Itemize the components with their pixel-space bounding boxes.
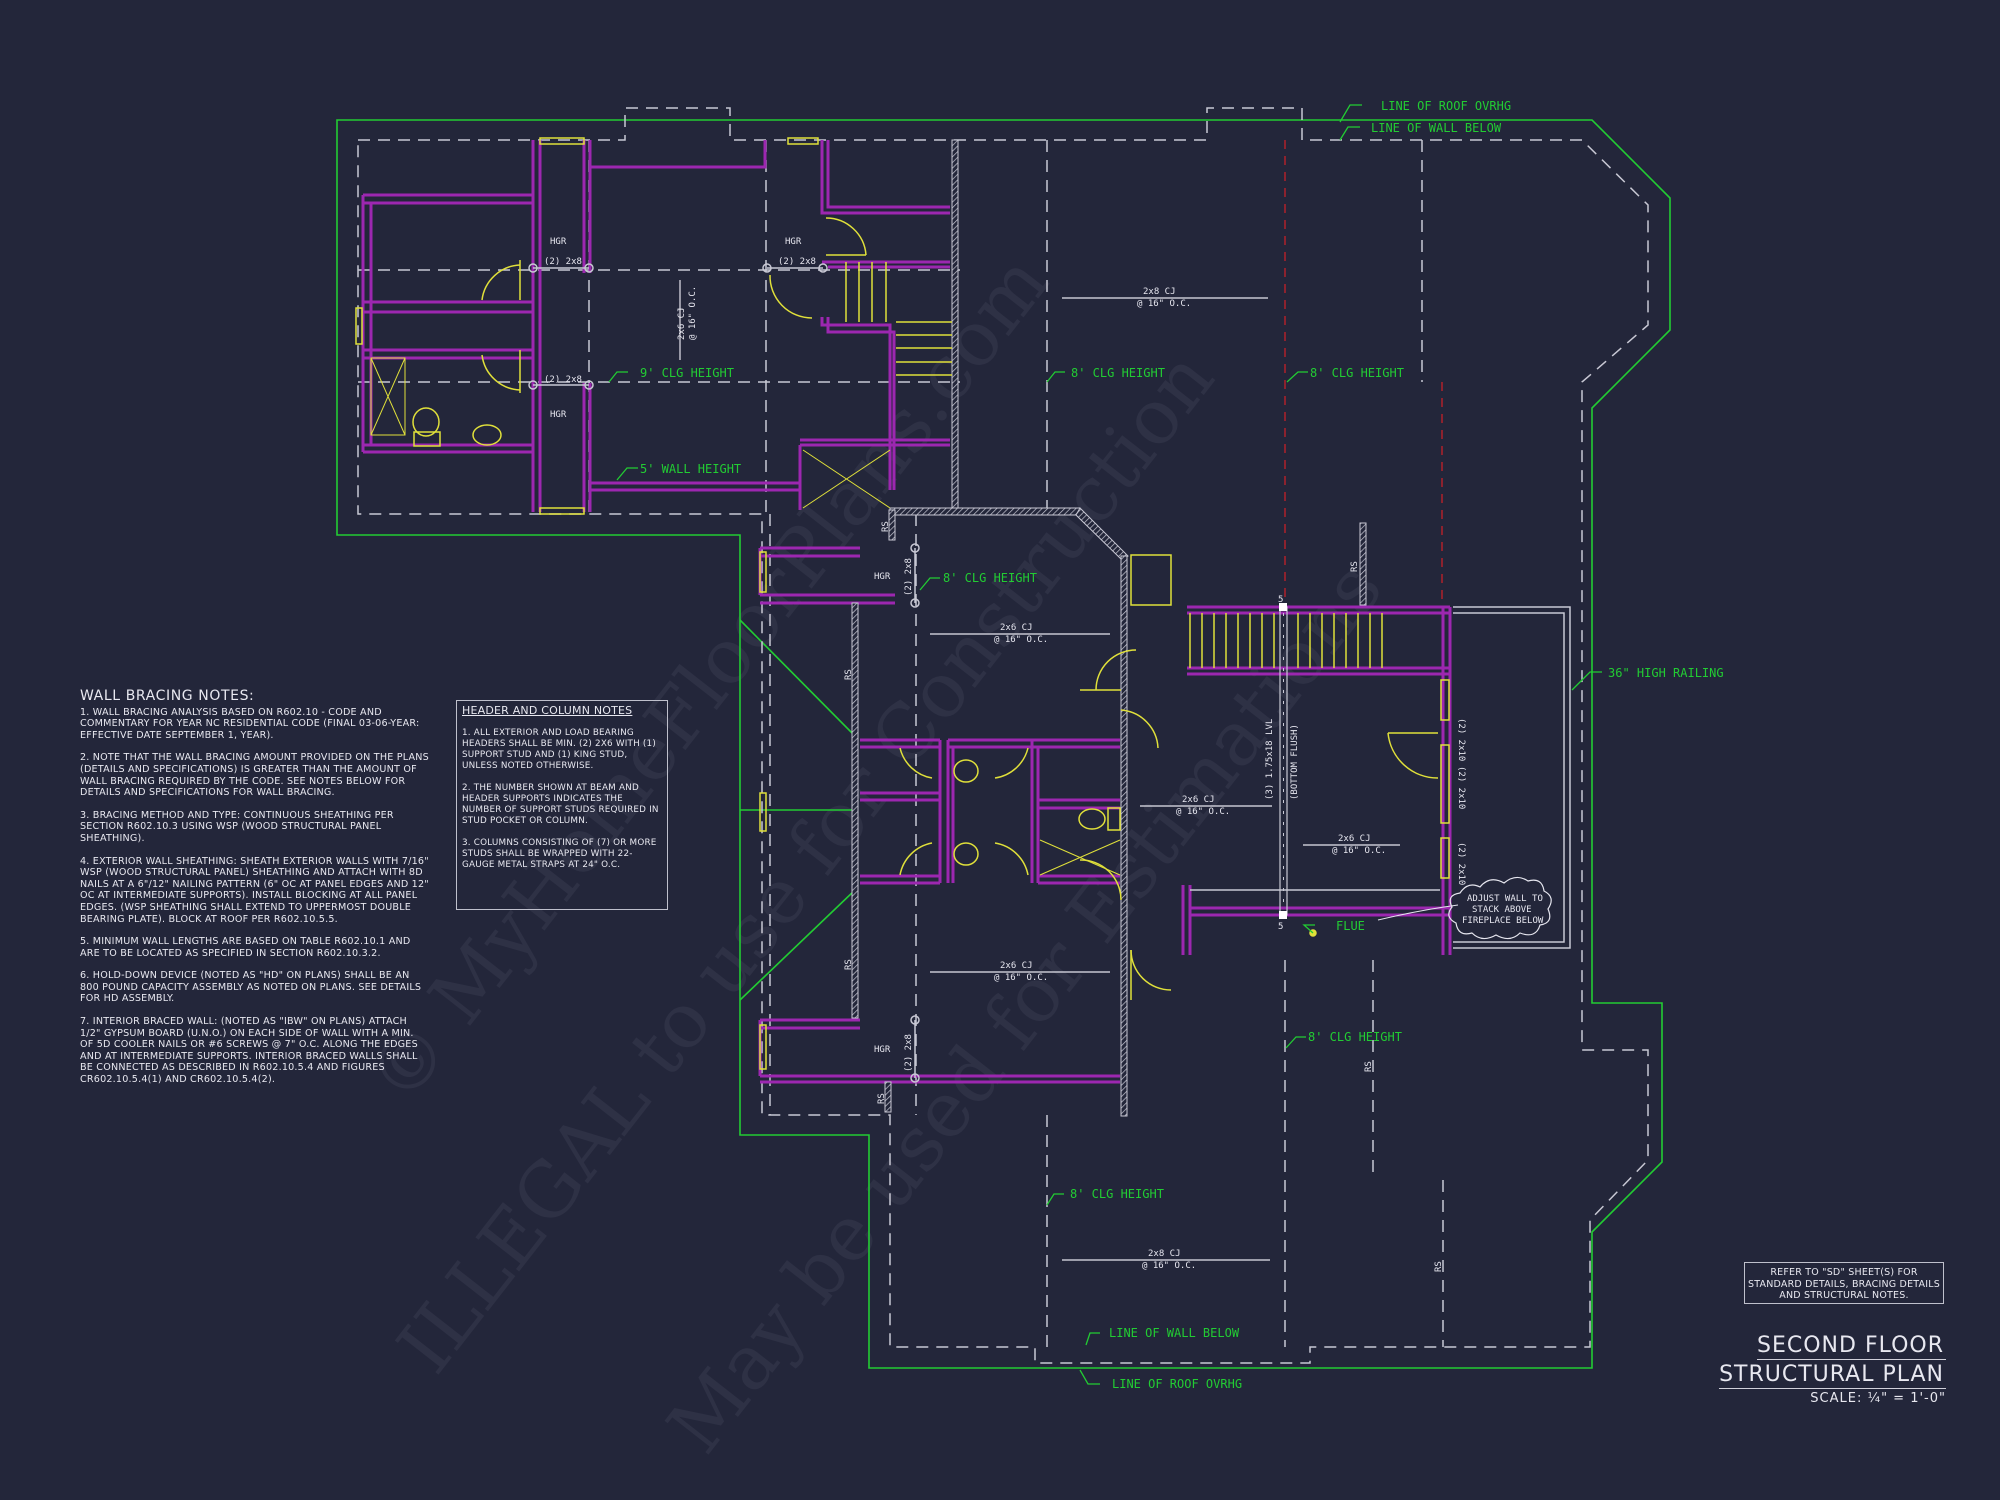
label-leaders (608, 104, 1602, 1385)
lvl-beam (1279, 603, 1288, 919)
wall-bracing-note-6: 6. HOLD-DOWN DEVICE (NOTED AS "HD" ON PL… (80, 970, 422, 1005)
header-column-notes: HEADER AND COLUMN NOTES 1. ALL EXTERIOR … (456, 700, 668, 910)
cj-label-7: 2x6 CJ (677, 307, 687, 340)
wall-bracing-note-3: 3. BRACING METHOD AND TYPE: CONTINUOUS S… (80, 809, 394, 844)
interior-walls (361, 140, 1452, 1084)
label-flue: FLUE (1336, 919, 1365, 933)
header-label-6: (2) 2x10 (1456, 718, 1466, 761)
sheet-scale: SCALE: ¼" = 1'-0" (1810, 1391, 1946, 1406)
cj-label-3: 2x6 CJ (1182, 795, 1215, 805)
hgr-label-3: HGR (550, 410, 567, 420)
header-label-7: (2) 2x10 (1456, 766, 1466, 809)
stud-count-top: 5 (1278, 595, 1283, 605)
railing (1190, 606, 1571, 949)
beam-lvl-label: (3) 1.75x18 LVL (1265, 719, 1275, 800)
header-column-note-3: 3. COLUMNS CONSISTING OF (7) OR MORE STU… (462, 838, 657, 870)
hatched-bearing-walls (851, 139, 1367, 1117)
header-label-2: (2) 2x8 (778, 257, 816, 267)
roof-overhang-outline (336, 119, 1671, 1369)
label-ceiling-8-d: 8' CLG HEIGHT (1308, 1030, 1402, 1044)
header-beams (528, 263, 920, 1083)
cj-label-2: 2x6 CJ (1000, 623, 1033, 633)
rs-label-4: RS (877, 1093, 887, 1104)
label-ceiling-8-e: 8' CLG HEIGHT (1070, 1187, 1164, 1201)
wall-bracing-notes: WALL BRACING NOTES: 1. WALL BRACING ANAL… (80, 688, 430, 1097)
cj-spacing-5: @ 16" O.C. (994, 973, 1048, 983)
rs-label-7: RS (1434, 1261, 1444, 1272)
beam-flush-label: (BOTTOM FLUSH) (1290, 724, 1300, 800)
label-ceiling-8-b: 8' CLG HEIGHT (1310, 366, 1404, 380)
cj-spacing-3: @ 16" O.C. (1176, 807, 1230, 817)
stairs (845, 262, 1383, 668)
header-label-1: (2) 2x8 (544, 257, 582, 267)
sheet-title-line1: SECOND FLOOR (1757, 1333, 1946, 1360)
label-roof-overhang-top: LINE OF ROOF OVRHG (1381, 99, 1511, 113)
refer-sd-sheets-note: REFER TO "SD" SHEET(S) FOR STANDARD DETA… (1744, 1262, 1944, 1304)
hgr-label-5: HGR (874, 1045, 891, 1055)
header-label-3: (2) 2x8 (544, 375, 582, 385)
cloud-text-line1: ADJUST WALL TO (1467, 894, 1543, 904)
rs-label-3: RS (844, 959, 854, 970)
label-wall-below-top: LINE OF WALL BELOW (1371, 121, 1502, 135)
label-railing: 36" HIGH RAILING (1608, 666, 1724, 680)
ridge-lines (1284, 140, 1443, 605)
joist-direction-arrows (679, 280, 1400, 1261)
cj-spacing-2: @ 16" O.C. (994, 635, 1048, 645)
wall-bracing-notes-title: WALL BRACING NOTES: (80, 688, 255, 704)
header-label-5: (2) 2x8 (904, 1034, 914, 1072)
header-column-note-1: 1. ALL EXTERIOR AND LOAD BEARING HEADERS… (462, 728, 656, 771)
cj-spacing-6: @ 16" O.C. (1142, 1261, 1196, 1271)
hgr-label-4: HGR (874, 572, 891, 582)
header-label-4: (2) 2x8 (904, 558, 914, 596)
revision-cloud (1448, 876, 1552, 940)
fixtures-doors-windows (355, 137, 1450, 1070)
rs-label-5: RS (1350, 561, 1360, 572)
cloud-text-line2: STACK ABOVE (1472, 905, 1532, 915)
rs-label-1: RS (881, 521, 891, 532)
wall-bracing-note-7: 7. INTERIOR BRACED WALL: (NOTED AS "IBW"… (80, 1016, 418, 1086)
label-ceiling-8-a: 8' CLG HEIGHT (1071, 366, 1165, 380)
label-wall-height-5: 5' WALL HEIGHT (640, 462, 741, 476)
hgr-label-2: HGR (785, 237, 802, 247)
cj-label-4: 2x6 CJ (1338, 834, 1371, 844)
rs-label-2: RS (844, 669, 854, 680)
label-wall-below-bottom: LINE OF WALL BELOW (1109, 1326, 1240, 1340)
sheet-title-line2: STRUCTURAL PLAN (1719, 1362, 1946, 1389)
sheet-title-block: SECOND FLOOR STRUCTURAL PLAN SCALE: ¼" =… (1719, 1333, 1946, 1406)
wall-bracing-note-5: 5. MINIMUM WALL LENGTHS ARE BASED ON TAB… (80, 936, 411, 959)
cloud-text-line3: FIREPLACE BELOW (1462, 916, 1544, 926)
label-ceiling-8-c: 8' CLG HEIGHT (943, 571, 1037, 585)
stud-count-bottom: 5 (1278, 922, 1283, 932)
cj-label-5: 2x6 CJ (1000, 961, 1033, 971)
label-ceiling-9: 9' CLG HEIGHT (640, 366, 734, 380)
cj-spacing-1: @ 16" O.C. (1137, 299, 1191, 309)
cj-label-1: 2x8 CJ (1143, 287, 1176, 297)
header-column-note-2: 2. THE NUMBER SHOWN AT BEAM AND HEADER S… (462, 783, 659, 826)
wall-bracing-note-1: 1. WALL BRACING ANALYSIS BASED ON R602.1… (80, 706, 420, 741)
label-roof-overhang-bottom: LINE OF ROOF OVRHG (1112, 1377, 1242, 1391)
cj-spacing-7: @ 16" O.C. (688, 286, 698, 340)
header-column-notes-title: HEADER AND COLUMN NOTES (462, 704, 633, 717)
cloud-leader (1377, 904, 1459, 921)
hgr-label-1: HGR (550, 237, 567, 247)
cj-spacing-4: @ 16" O.C. (1332, 846, 1386, 856)
wall-bracing-note-4: 4. EXTERIOR WALL SHEATHING: SHEATH EXTER… (80, 855, 429, 925)
header-label-8: (2) 2x10 (1456, 842, 1466, 885)
wall-below-outline (357, 107, 1649, 1364)
rs-label-6: RS (1364, 1061, 1374, 1072)
cj-label-6: 2x8 CJ (1148, 1249, 1181, 1259)
wall-bracing-note-2: 2. NOTE THAT THE WALL BRACING AMOUNT PRO… (80, 752, 429, 799)
